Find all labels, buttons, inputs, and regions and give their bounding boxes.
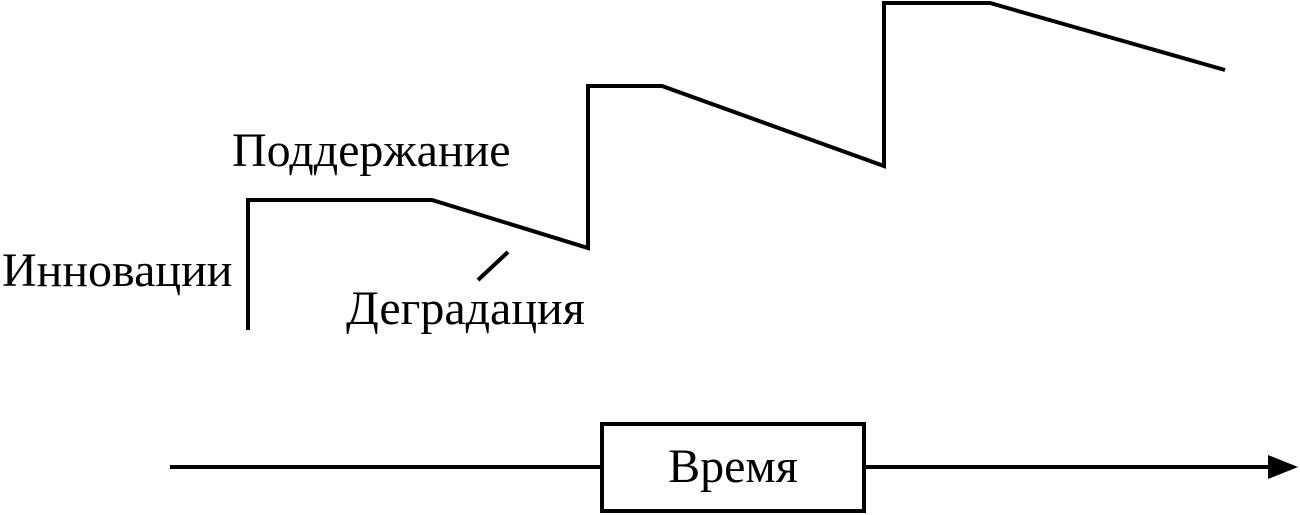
time-axis-arrowhead — [1268, 455, 1298, 479]
time-box — [600, 422, 866, 513]
degradation-pointer-line — [476, 250, 510, 282]
innovation-cycle-curve — [246, 1, 1226, 330]
innovation-label: Инновации — [2, 244, 232, 297]
degradation-label: Деградация — [346, 282, 585, 335]
maintenance-label: Поддержание — [232, 124, 511, 177]
time-label: Время — [668, 440, 798, 493]
